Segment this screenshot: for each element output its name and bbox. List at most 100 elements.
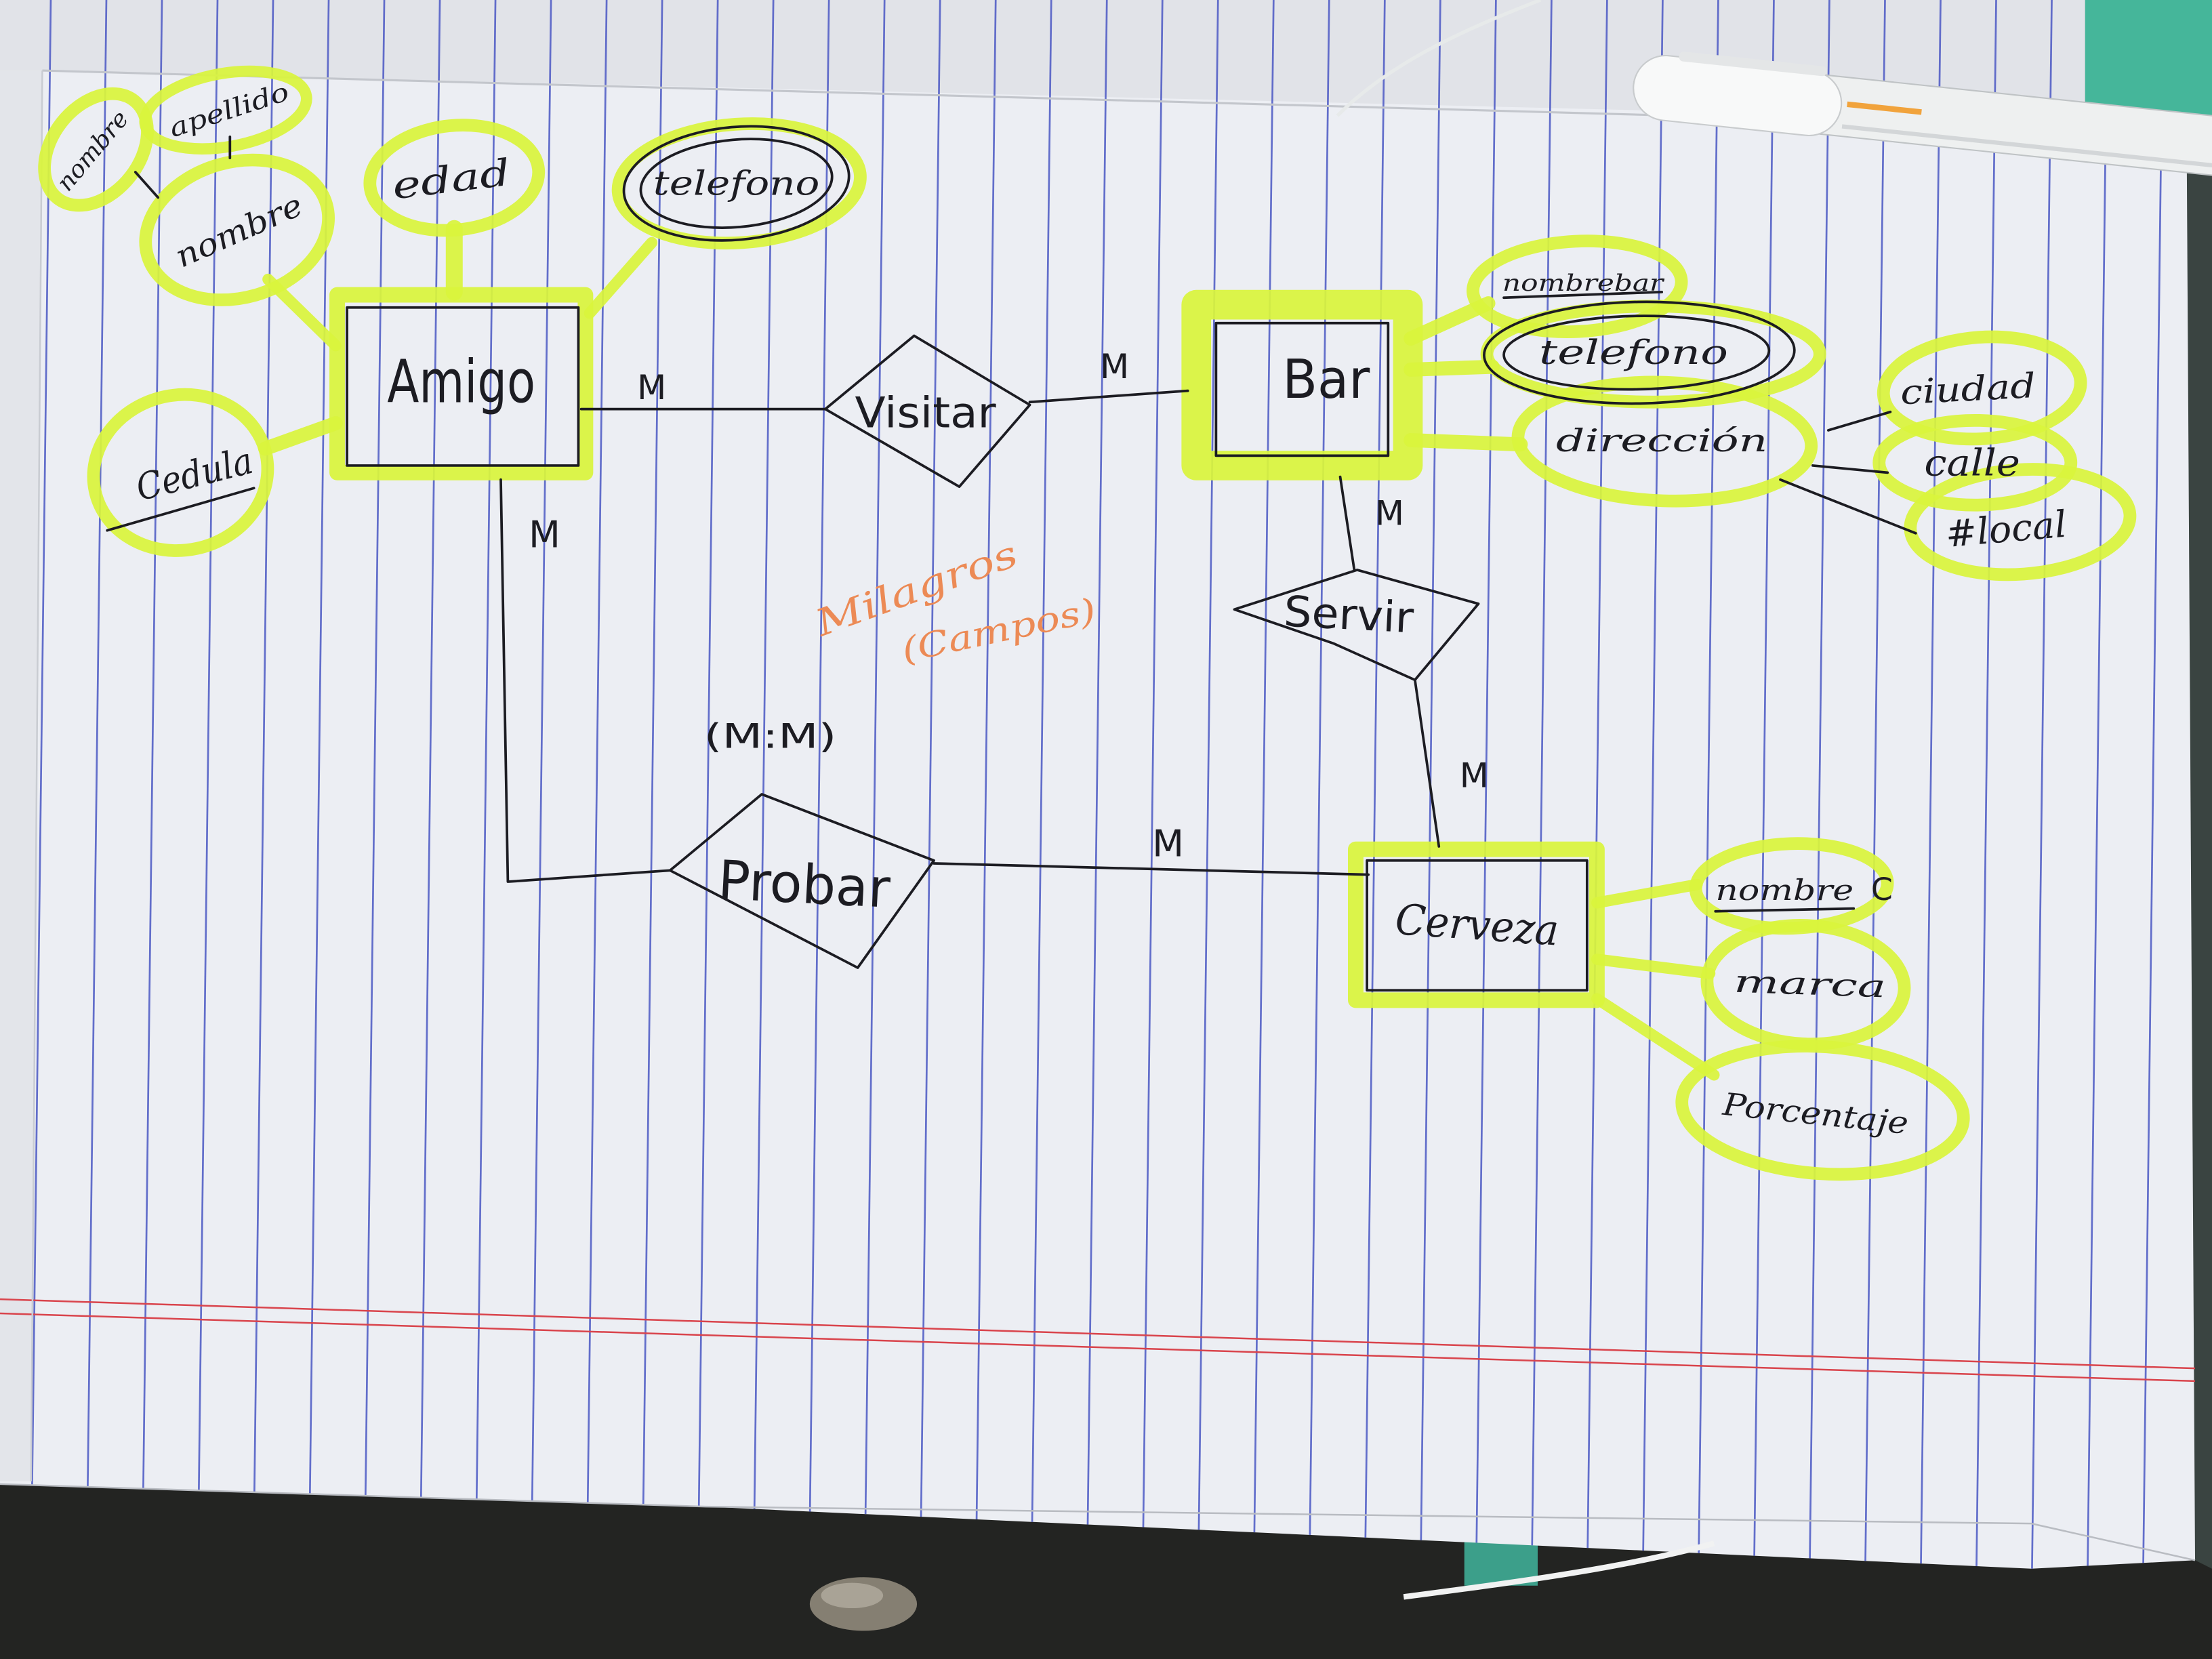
amigo-telefono-inner-ring: [639, 138, 834, 229]
bar-nombrebar-label: nombrebar: [1502, 270, 1665, 296]
bar-servir-connector: [1338, 475, 1356, 571]
bar-local-highlight: [1904, 463, 2137, 581]
direccion-local-connector: [1779, 478, 1917, 535]
under-sheet-left: [0, 70, 43, 1481]
margin-line: [0, 1312, 2196, 1382]
ruled-line: [2142, 0, 2164, 1569]
cedula-key-underline: [106, 487, 255, 532]
ruled-line: [1697, 0, 1719, 1569]
bar-nombrebar-highlight: [1467, 234, 1688, 338]
bar-local-label: #local: [1944, 503, 2068, 556]
visitar-relationship-label: Visitar: [855, 388, 996, 438]
ruled-line: [252, 0, 274, 1569]
bar-telefono-outer-ring: [1483, 300, 1796, 405]
bar-nombrebar-link-highlight: [1404, 296, 1496, 346]
amigo-telefono-link-highlight: [583, 237, 658, 319]
cerveza-entity-highlight: [1348, 841, 1605, 1008]
ruled-line: [697, 0, 719, 1569]
ruled-line: [141, 0, 163, 1569]
bar-entity-highlight: [1181, 289, 1423, 480]
servir-cerveza-connector: [1414, 678, 1441, 848]
cerveza-marca-link-highlight: [1591, 954, 1716, 979]
cerveza-marca-label: marca: [1734, 963, 1887, 1005]
amigo-telefono-outer-ring: [622, 125, 851, 242]
ruled-line: [919, 0, 941, 1569]
amigo-nombre-part-highlight: [38, 87, 154, 212]
bar-telefono-label: telefono: [1539, 333, 1728, 372]
probar-cerveza-connector: [933, 862, 1370, 876]
side-page: [2186, 129, 2212, 1569]
ruled-line: [2031, 0, 2053, 1569]
amigo-telefono-highlight: [611, 117, 867, 250]
probar-cerveza-cardinality: M: [1152, 823, 1184, 865]
ruled-line: [1530, 0, 1553, 1569]
ruled-line: [530, 0, 552, 1569]
nombre-part-connector: [134, 171, 160, 199]
ruled-lines: [30, 0, 2164, 1569]
visitar-bar-connector: [1028, 389, 1189, 404]
amigo-probar-cardinality: M: [529, 514, 560, 556]
amigo-nombre-link-highlight: [262, 273, 342, 352]
ruled-line: [808, 0, 830, 1569]
nombrebar-key-underline: [1502, 291, 1664, 300]
bar-telefono-inner-ring: [1502, 314, 1771, 391]
cerveza-entity-label: Cerveza: [1394, 895, 1561, 956]
ruled-line: [1808, 0, 1830, 1569]
amigo-entity-label: Amigo: [387, 347, 535, 416]
cerveza-entity-box: [1366, 859, 1589, 992]
ruled-line: [1308, 0, 1330, 1569]
bar-direccion-highlight: [1511, 375, 1818, 508]
amigo-cedula-link-highlight: [258, 416, 343, 456]
ruled-line: [197, 0, 219, 1569]
ruled-line: [1030, 0, 1052, 1569]
under-sheet-top: [0, 0, 2085, 122]
amigo-telefono-label: telefono: [653, 163, 820, 203]
bar-direccion-link-highlight: [1404, 433, 1528, 452]
amigo-apellido-highlight: [139, 65, 312, 155]
coin-shine: [821, 1582, 884, 1609]
ruled-line: [30, 0, 52, 1569]
ruled-line: [752, 0, 775, 1569]
pen: [1633, 52, 2212, 177]
pen-clip: [1679, 52, 1827, 77]
ruled-line: [1753, 0, 1775, 1569]
ruled-line: [1919, 0, 1942, 1569]
bar-calle-label: calle: [1924, 442, 2020, 485]
cerveza-nombre-link-highlight: [1591, 878, 1703, 909]
ruled-line: [1141, 0, 1164, 1569]
pen-shadow: [1841, 124, 2212, 171]
bar-ciudad-label: ciudad: [1900, 366, 2037, 412]
bar-entity-box: [1214, 321, 1390, 457]
coin: [809, 1577, 918, 1631]
servir-relationship-label: Servir: [1283, 586, 1415, 642]
cerveza-nombre-key-underline: [1714, 907, 1856, 913]
probar-ratio-label: (M:M): [704, 716, 837, 756]
ruled-line: [308, 0, 330, 1569]
ruled-line: [1864, 0, 1886, 1569]
ruled-line: [419, 0, 441, 1569]
amigo-nombre-highlight: [139, 153, 335, 306]
white-cable: [1336, 0, 1542, 117]
probar-relationship-diamond: [668, 793, 935, 969]
pen-ink-tube: [1847, 101, 1922, 115]
ruled-line: [2087, 0, 2108, 1569]
amigo-probar-connector: [499, 478, 672, 883]
ruled-line: [586, 0, 608, 1569]
direccion-calle-connector: [1811, 464, 1889, 474]
visitar-relationship-diamond: [823, 334, 1031, 489]
ruled-line: [975, 0, 997, 1569]
ruled-line: [1086, 0, 1108, 1569]
cerveza-nombre-label: nombre: [1715, 874, 1853, 907]
margin-line: [0, 1298, 2196, 1370]
servir-relationship-diamond: [1233, 569, 1480, 682]
ruled-line: [863, 0, 886, 1569]
ruled-line: [85, 0, 108, 1569]
ink-strokes: [106, 125, 1917, 992]
amigo-visitar-cardinality: M: [637, 368, 666, 407]
ruled-line: [1975, 0, 1997, 1569]
visitar-bar-cardinality: M: [1100, 347, 1129, 386]
bar-direccion-label: dirección: [1556, 422, 1767, 459]
ruled-line: [1586, 0, 1608, 1569]
